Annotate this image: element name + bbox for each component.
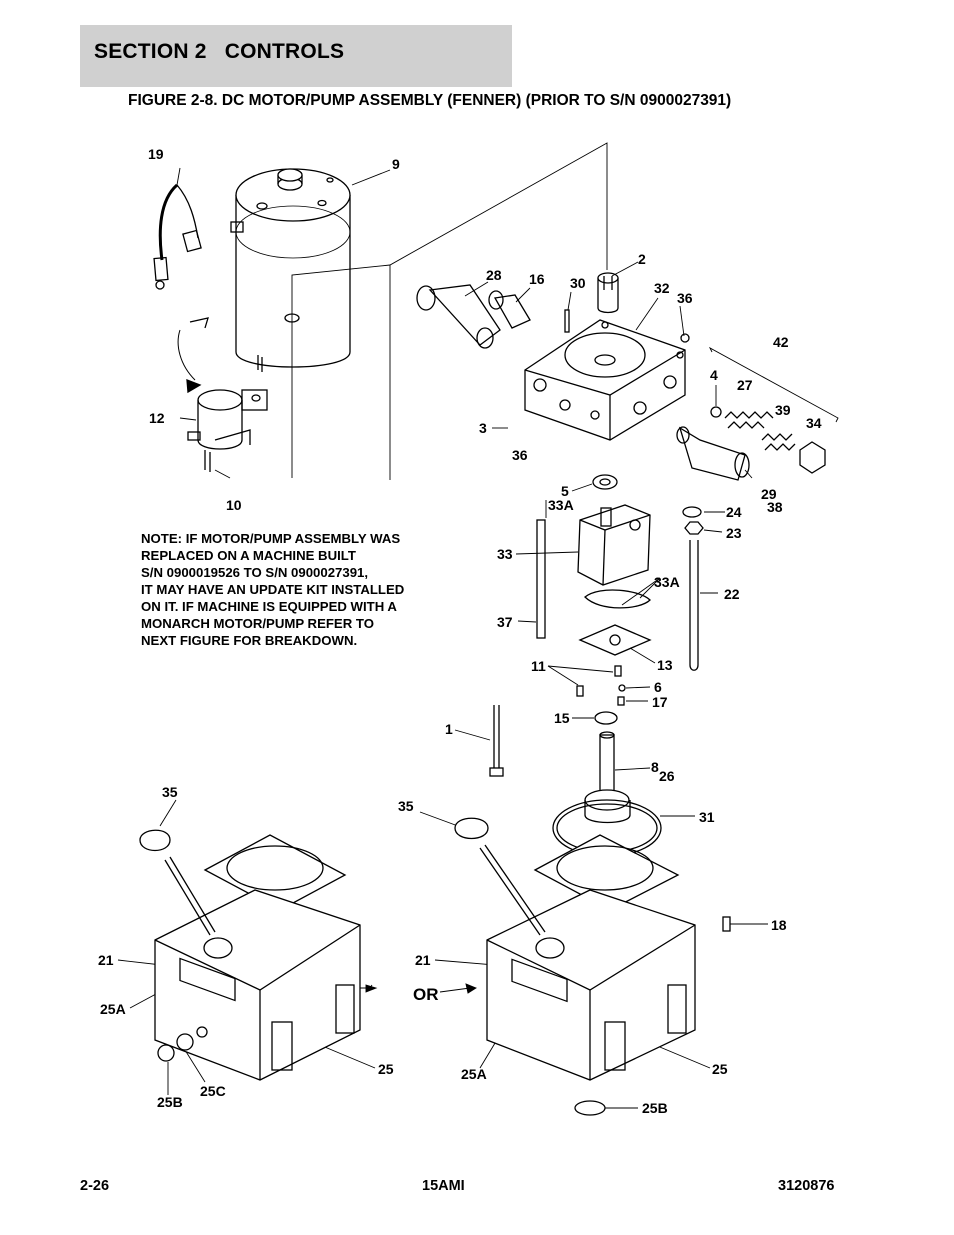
callout-9: 9 — [392, 156, 400, 172]
callout-25a: 25A — [100, 1001, 126, 1017]
battery-cable — [153, 183, 202, 290]
solenoid — [177, 317, 268, 472]
callout-35b: 35 — [398, 798, 414, 814]
valve-cartridges — [416, 272, 690, 349]
callout-42: 42 — [773, 334, 789, 350]
note-line: REPLACED ON A MACHINE BUILT — [141, 548, 356, 563]
note-line: IT MAY HAVE AN UPDATE KIT INSTALLED — [141, 582, 405, 597]
callout-28: 28 — [486, 267, 502, 283]
callout-3: 3 — [479, 420, 487, 436]
callout-25b-b: 25B — [642, 1100, 668, 1116]
callout-35: 35 — [162, 784, 178, 800]
callout-labels: 19 9 2 28 16 30 32 36 42 4 27 39 34 12 3… — [98, 146, 822, 1116]
callout-38: 38 — [767, 499, 783, 515]
callout-23: 23 — [726, 525, 742, 541]
callout-1: 1 — [445, 721, 453, 737]
note-line: MONARCH MOTOR/PUMP REFER TO — [141, 616, 374, 631]
callout-30: 30 — [570, 275, 586, 291]
note-line: NOTE: IF MOTOR/PUMP ASSEMBLY WAS — [141, 531, 401, 546]
callout-2: 2 — [638, 251, 646, 267]
assembly-note: NOTE: IF MOTOR/PUMP ASSEMBLY WAS REPLACE… — [141, 530, 441, 649]
callout-5: 5 — [561, 483, 569, 499]
callout-10: 10 — [226, 497, 242, 513]
callout-27: 27 — [737, 377, 753, 393]
callout-33a: 33A — [548, 497, 574, 513]
callout-4: 4 — [710, 367, 718, 383]
callout-25b-left: 25B — [157, 1094, 183, 1110]
callout-25a-b: 25A — [461, 1066, 487, 1082]
document-number: 3120876 — [778, 1178, 835, 1194]
callout-21: 21 — [98, 952, 114, 968]
figure-title: FIGURE 2-8. DC MOTOR/PUMP ASSEMBLY (FENN… — [128, 92, 732, 109]
callout-17: 17 — [652, 694, 668, 710]
callout-33a-b: 33A — [654, 574, 680, 590]
note-line: ON IT. IF MACHINE IS EQUIPPED WITH A — [141, 599, 397, 614]
note-line: S/N 0900019526 TO S/N 0900027391, — [141, 565, 369, 580]
callout-6: 6 — [654, 679, 662, 695]
callout-25b-right: 25 — [712, 1061, 728, 1077]
callout-8: 8 — [651, 759, 659, 775]
reservoir-right — [454, 817, 731, 1116]
callout-33: 33 — [497, 546, 513, 562]
callout-32: 32 — [654, 280, 670, 296]
callout-13: 13 — [657, 657, 673, 673]
callout-37: 37 — [497, 614, 513, 630]
callout-36: 36 — [677, 290, 693, 306]
reservoir-left — [139, 829, 361, 1081]
callout-16: 16 — [529, 271, 545, 287]
callout-25c: 25C — [200, 1083, 226, 1099]
callout-19: 19 — [148, 146, 164, 162]
callout-21b: 21 — [415, 952, 431, 968]
callout-24: 24 — [726, 504, 742, 520]
callout-22: 22 — [724, 586, 740, 602]
page-number: 2-26 — [80, 1178, 110, 1194]
relief-valve-parts — [676, 406, 826, 481]
callout-34: 34 — [806, 415, 822, 431]
callout-11: 11 — [531, 658, 546, 674]
motor — [230, 168, 351, 372]
section-title: SECTION 2 CONTROLS — [94, 40, 345, 63]
callout-12: 12 — [149, 410, 165, 426]
or-label: OR — [413, 985, 439, 1004]
callout-15: 15 — [554, 710, 570, 726]
callout-18: 18 — [771, 917, 787, 933]
callout-29: 29 — [761, 486, 777, 502]
callout-26: 26 — [659, 768, 675, 784]
model-label: 15AMI — [422, 1178, 465, 1194]
callout-31: 31 — [699, 809, 715, 825]
callout-39: 39 — [775, 402, 791, 418]
manifold-block — [524, 319, 686, 441]
section-header-band — [80, 25, 512, 87]
callout-25: 25 — [378, 1061, 394, 1077]
note-line: NEXT FIGURE FOR BREAKDOWN. — [141, 633, 358, 648]
leader-lines — [117, 142, 839, 1109]
callout-36b: 36 — [512, 447, 528, 463]
